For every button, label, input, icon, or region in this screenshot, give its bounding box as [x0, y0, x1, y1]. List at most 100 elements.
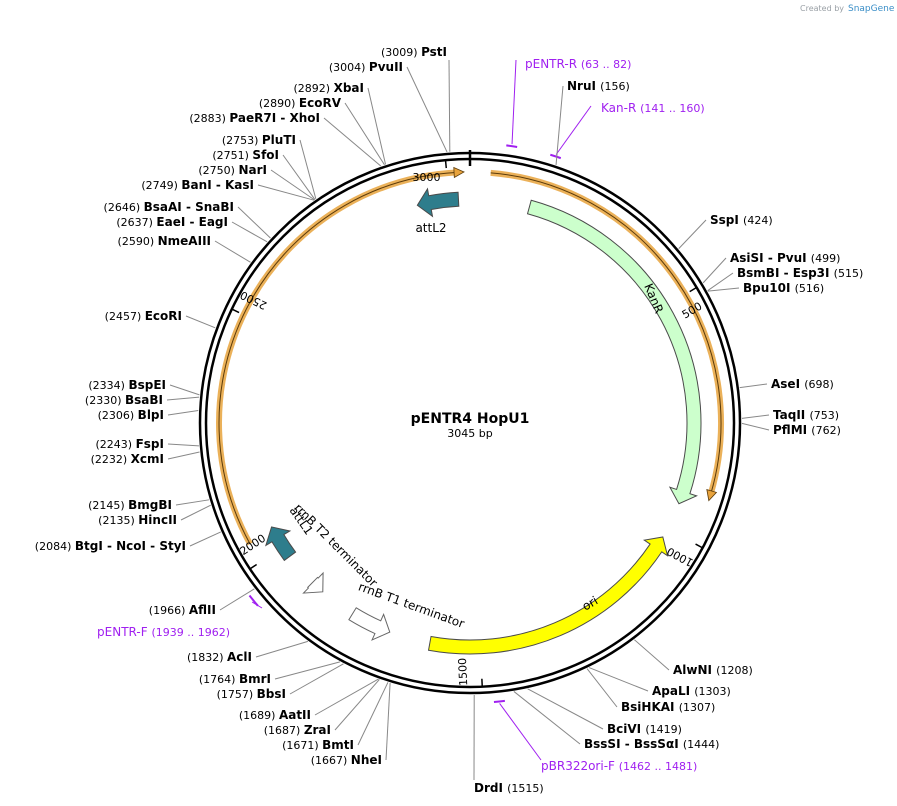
ruler-label-3000: 3000 — [413, 171, 441, 184]
enzyme-site-bpu10i[interactable]: Bpu10I (516) — [707, 281, 824, 295]
enzyme-site-taqii[interactable]: TaqII (753) — [741, 408, 839, 422]
enzyme-name: XbaI — [334, 81, 364, 95]
primer-mark-pentr-r[interactable] — [506, 144, 518, 148]
enzyme-site-nmeaiii[interactable]: (2590) NmeAIII — [118, 234, 251, 263]
enzyme-site-btgi[interactable]: (2084) BtgI - NcoI - StyI — [35, 531, 221, 553]
enzyme-site-bsabi[interactable]: (2330) BsaBI — [85, 393, 200, 407]
enzyme-site-acli[interactable]: (1832) AclI — [187, 640, 309, 664]
feature-attl1[interactable] — [265, 526, 297, 562]
enzyme-label: (3009) PstI — [381, 45, 447, 59]
enzyme-label: (1832) AclI — [187, 650, 252, 664]
enzyme-site-bmgbi[interactable]: (2145) BmgBI — [88, 498, 210, 512]
enzyme-site-xcmi[interactable]: (2232) XcmI — [91, 451, 200, 466]
snapgene-watermark: Created by SnapGene — [800, 4, 895, 14]
feature-kanr[interactable] — [526, 199, 702, 505]
enzyme-position: (2750) — [198, 164, 238, 177]
enzyme-leader — [367, 87, 387, 165]
enzyme-site-psti[interactable]: (3009) PstI — [381, 45, 451, 152]
enzyme-site-eaei[interactable]: (2637) EaeI - EagI — [116, 215, 268, 243]
enzyme-site-alwni[interactable]: AlwNI (1208) — [634, 639, 753, 677]
enzyme-site-bcivi[interactable]: BciVI (1419) — [527, 688, 682, 736]
enzyme-leader — [189, 531, 221, 547]
enzyme-site-bsihkai[interactable]: BsiHKAI (1307) — [586, 668, 715, 714]
enzyme-site-nhei[interactable]: (1667) NheI — [311, 682, 391, 767]
feature-attl2[interactable] — [416, 187, 460, 218]
primer-mark-pbr322ori-f[interactable] — [493, 699, 505, 703]
enzyme-position: (1444) — [683, 738, 720, 751]
enzyme-site-asei[interactable]: AseI (698) — [739, 377, 834, 391]
enzyme-leader — [344, 102, 385, 166]
enzyme-site-nari[interactable]: (2750) NarI — [198, 163, 315, 201]
enzyme-site-pluti[interactable]: (2753) PluTI — [222, 133, 317, 200]
enzyme-site-aflii[interactable]: (1966) AflII — [149, 588, 255, 617]
enzyme-leader — [406, 66, 448, 153]
enzyme-name: PluTI — [262, 133, 296, 147]
enzyme-site-bspei[interactable]: (2334) BspEI — [88, 378, 200, 396]
primer-leader-pentr-f — [251, 601, 263, 609]
enzyme-site-pvuii[interactable]: (3004) PvuII — [329, 60, 448, 153]
enzyme-label: (2646) BsaAI - SnaBI — [104, 200, 234, 214]
enzyme-site-drdi[interactable]: DrdI (1515) — [473, 694, 544, 795]
enzyme-leader — [513, 691, 581, 745]
enzyme-position: (3004) — [329, 61, 369, 74]
enzyme-position: (2306) — [98, 409, 138, 422]
enzyme-leader — [255, 640, 309, 658]
enzyme-site-paer7i[interactable]: (2883) PaeR7I - XhoI — [189, 111, 382, 167]
enzyme-leader — [357, 682, 389, 746]
enzyme-position: (2590) — [118, 235, 158, 248]
feature-rrnb-t1[interactable] — [348, 607, 391, 641]
enzyme-name: BsiHKAI — [621, 700, 679, 714]
backbone-rings — [198, 150, 742, 695]
enzyme-position: (1208) — [716, 664, 753, 677]
enzyme-site-asisi[interactable]: AsiSI - PvuI (499) — [702, 251, 840, 284]
primer-label-pentr-f[interactable]: pENTR-F (1939 .. 1962) — [97, 625, 230, 639]
enzyme-site-bsmbi[interactable]: BsmBI - Esp3I (515) — [707, 266, 864, 292]
enzyme-site-nrui[interactable]: NruI (156) — [555, 79, 630, 166]
orf-inner-arc-core — [218, 171, 458, 545]
enzyme-site-bsaai[interactable]: (2646) BsaAI - SnaBI — [104, 200, 271, 239]
enzyme-site-aatii[interactable]: (1689) AatII — [239, 678, 379, 722]
enzyme-label: (2892) XbaI — [294, 81, 364, 95]
enzyme-site-zrai[interactable]: (1687) ZraI — [264, 679, 380, 737]
feature-ori[interactable] — [427, 536, 669, 655]
enzyme-label: NruI (156) — [567, 79, 630, 93]
enzyme-position: (698) — [804, 378, 834, 391]
orf-outer-arrowhead — [706, 489, 718, 502]
enzyme-site-xbai[interactable]: (2892) XbaI — [294, 81, 387, 165]
enzyme-site-fspi[interactable]: (2243) FspI — [96, 437, 199, 451]
enzyme-site-bani[interactable]: (2749) BanI - KasI — [141, 178, 315, 201]
enzyme-leader — [739, 383, 768, 389]
primer-range: (1462 .. 1481) — [619, 760, 698, 773]
enzyme-name: BsmBI - Esp3I — [737, 266, 834, 280]
feature-rrnb-t2[interactable] — [302, 571, 324, 594]
primer-label-kan-r[interactable]: Kan-R (141 .. 160) — [601, 101, 705, 115]
enzyme-position: (2749) — [141, 179, 181, 192]
enzyme-label: AlwNI (1208) — [673, 663, 753, 677]
enzyme-site-sfoi[interactable]: (2751) SfoI — [212, 148, 316, 200]
enzyme-site-apali[interactable]: ApaLI (1303) — [588, 667, 731, 698]
enzyme-site-bmti[interactable]: (1671) BmtI — [282, 682, 389, 752]
enzyme-site-pflmi[interactable]: PflMI (762) — [741, 422, 841, 437]
enzyme-name: DrdI — [474, 781, 507, 795]
enzyme-site-bssi[interactable]: BssSI - BssSαI (1444) — [513, 691, 720, 751]
enzyme-site-hincii[interactable]: (2135) HincII — [98, 504, 211, 527]
enzyme-site-bbsi[interactable]: (1757) BbsI — [217, 663, 344, 701]
enzyme-leader — [219, 588, 255, 611]
primer-label-pentr-r[interactable]: pENTR-R (63 .. 82) — [525, 57, 631, 71]
ruler-tick-2500 — [231, 308, 240, 314]
enzyme-name: BsaBI — [125, 393, 163, 407]
enzyme-leader — [257, 184, 315, 201]
enzyme-label: (2306) BlpI — [98, 408, 164, 422]
primer-mark-kan-r[interactable] — [550, 153, 562, 160]
enzyme-label: AsiSI - PvuI (499) — [730, 251, 840, 265]
enzyme-label: (2334) BspEI — [88, 378, 166, 392]
enzyme-site-blpi[interactable]: (2306) BlpI — [98, 408, 199, 422]
enzyme-site-sspi[interactable]: SspI (424) — [678, 213, 773, 249]
enzyme-site-ecorv[interactable]: (2890) EcoRV — [259, 96, 385, 166]
ruler-label-1000: 1000 — [665, 544, 696, 569]
enzyme-position: (2145) — [88, 499, 128, 512]
enzyme-site-ecori[interactable]: (2457) EcoRI — [105, 309, 216, 329]
enzyme-site-bmri[interactable]: (1764) BmrI — [199, 661, 341, 686]
primer-label-pbr322ori-f[interactable]: pBR322ori-F (1462 .. 1481) — [541, 759, 697, 773]
